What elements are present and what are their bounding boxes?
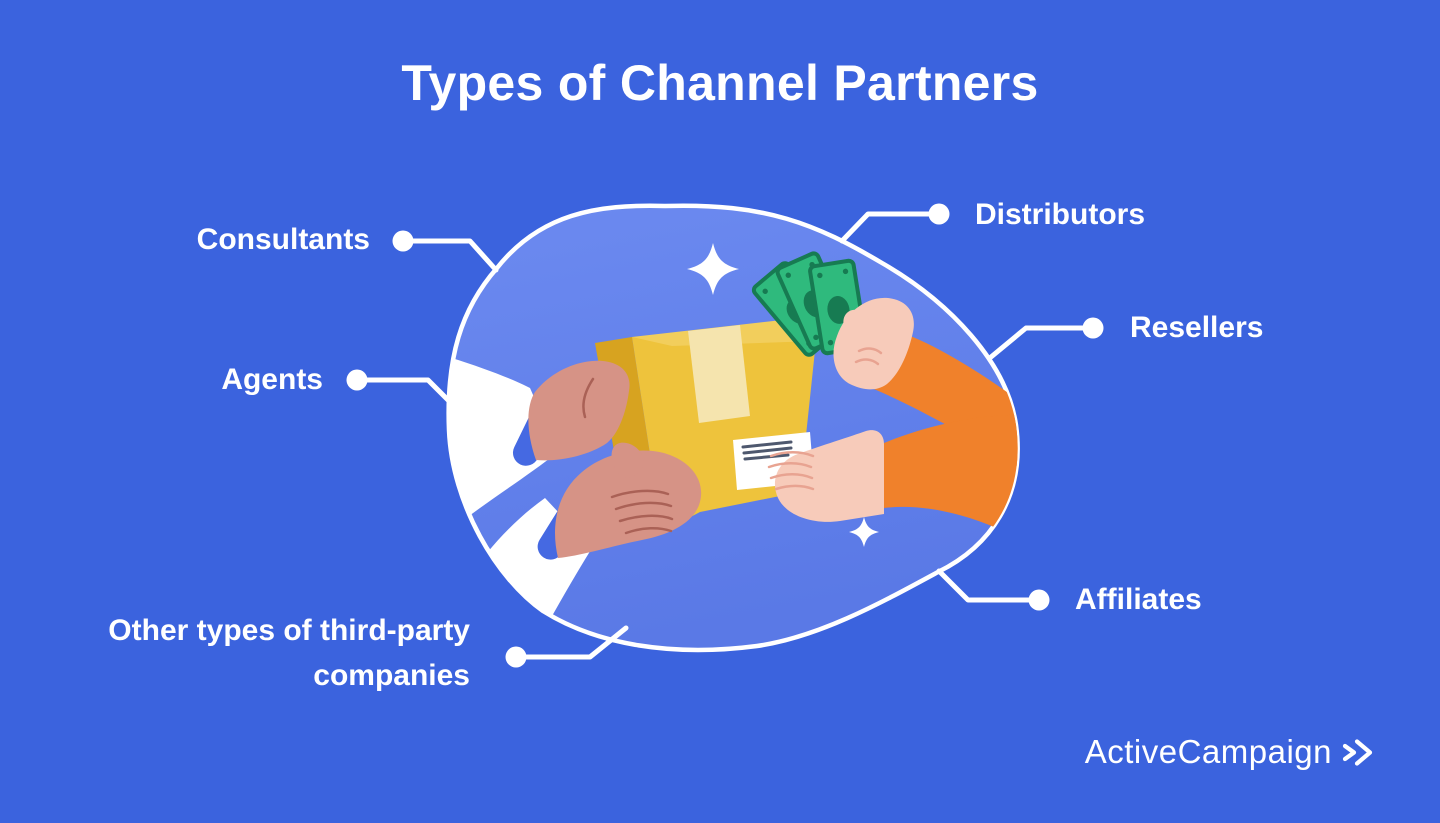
connector-agents [354, 377, 452, 404]
connector-affiliates [936, 568, 1042, 603]
giver-hand-upper [528, 360, 630, 461]
connector-distributors [839, 211, 942, 244]
label-resellers: Resellers [1130, 311, 1264, 344]
box-tape [688, 325, 750, 423]
connector-other [513, 625, 629, 660]
connector-dot-agents [346, 369, 368, 391]
label-consultants: Consultants [196, 223, 370, 256]
connector-dot-other [505, 646, 527, 668]
label-agents: Agents [221, 363, 323, 396]
receiver-sleeve-lower [871, 414, 1018, 545]
shipping-label-lines [741, 440, 793, 461]
page-title: Types of Channel Partners [401, 55, 1039, 111]
label-distributors: Distributors [975, 198, 1146, 231]
label-other-third-party: Other types of third-party companies [108, 614, 470, 692]
connector-dot-consultants [392, 230, 414, 252]
sparkle-icon-large [687, 243, 739, 295]
brand-logo: ActiveCampaign [1085, 733, 1374, 771]
giver-sleeve-upper [448, 340, 558, 538]
connector-resellers [988, 325, 1096, 360]
label-affiliates: Affiliates [1075, 583, 1202, 616]
giver-hand-lower [555, 442, 702, 558]
money-bills-icon [751, 251, 868, 357]
sparkle-icon-small [849, 517, 879, 547]
connector-dot-affiliates [1028, 589, 1050, 611]
double-chevron-right-icon [1342, 738, 1373, 766]
brand-name: ActiveCampaign [1084, 733, 1332, 770]
receiver-hand-package [767, 430, 884, 522]
connector-consultants [400, 238, 499, 273]
connector-dot-distributors [928, 203, 950, 225]
connector-dot-resellers [1082, 317, 1104, 339]
receiver-hand-money [833, 297, 914, 390]
